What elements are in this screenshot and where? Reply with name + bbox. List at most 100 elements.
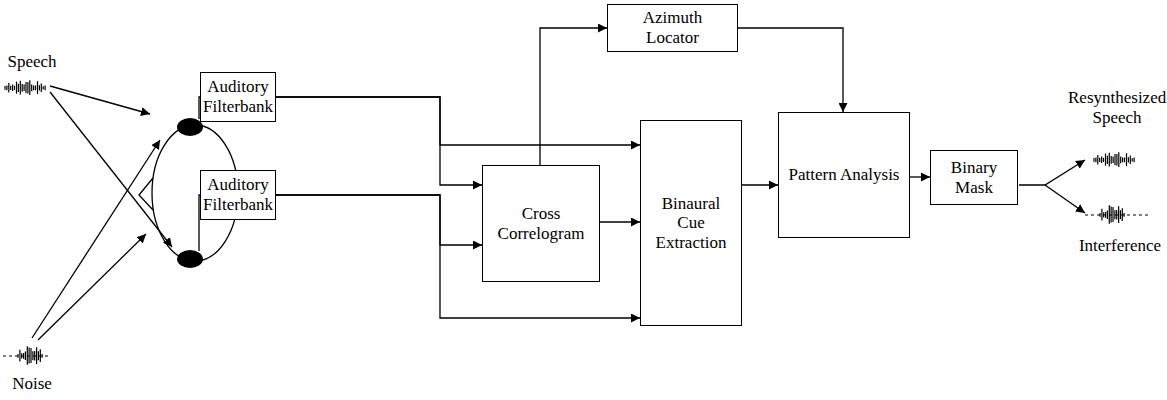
waveform-stroke [1122,158,1123,163]
waveform-stroke [1093,158,1094,162]
waveform-stroke [1118,152,1119,167]
sound-arrow [50,92,172,247]
waveform-stroke [1122,208,1123,221]
waveform-stroke [27,82,28,94]
waveform-stroke [1099,213,1100,217]
waveform-stroke [25,82,26,93]
waveform-stroke [21,353,22,358]
waveform-stroke [1112,207,1113,222]
process-box: Auditory Filterbank [200,72,276,122]
process-box: Pattern Analysis [778,112,910,238]
signal-arrow [742,184,778,185]
signal-arrow [276,97,482,185]
waveform-stroke [38,351,39,360]
signal-arrow [540,28,607,165]
waveform-stroke [1126,153,1127,166]
process-box: Binary Mask [930,150,1018,205]
box-label: Auditory Filterbank [203,175,273,214]
waveform-stroke [1099,158,1100,162]
waveform-stroke [16,82,17,94]
waveform-stroke [1103,158,1104,162]
waveform-stroke [1105,212,1106,218]
signal-arrow [276,195,482,245]
waveform-stroke [34,351,35,361]
waveform-stroke [29,80,30,95]
waveform-stroke [37,81,38,94]
waveform-stroke [10,86,11,90]
signal-label: Speech [2,52,62,72]
process-box: Binaural Cue Extraction [640,120,742,326]
waveform-stroke [6,86,7,91]
process-box: Auditory Filterbank [200,170,276,220]
waveform-stroke [1116,210,1117,220]
waveform-stroke [19,350,20,362]
waveform-stroke [24,85,25,91]
process-box: Azimuth Locator [607,4,738,52]
waveform-stroke [1103,212,1104,217]
waveform-stroke [1128,157,1129,162]
waveform-stroke [1109,205,1110,223]
waveform-stroke [36,347,37,364]
waveform-stroke [1109,153,1110,167]
waveform-stroke [18,84,19,92]
waveform-stroke [40,349,41,362]
waveform-stroke [33,86,34,91]
waveform-stroke [23,353,24,359]
output-arrow [1045,185,1085,213]
waveform-stroke [12,85,13,91]
waveform-stroke [25,352,26,361]
waveform-stroke [31,84,32,91]
waveform-stroke [1095,158,1096,163]
waveform-stroke [39,85,40,90]
box-label: Pattern Analysis [789,165,900,185]
waveform-stroke [41,354,42,358]
waveform-stroke [32,351,33,360]
signal-label: Noise [2,374,62,394]
signal-arrow [738,28,843,112]
sound-arrow [50,86,150,114]
waveform-stroke [20,81,21,95]
nose [139,178,153,210]
waveform-stroke [1130,156,1131,164]
waveform-stroke [44,86,45,91]
signal-label: Resynthesized Speech [1068,88,1166,127]
waveform-stroke [1112,157,1113,163]
box-label: Binary Mask [937,158,1011,197]
waveform-stroke [1097,155,1098,164]
waveform-stroke [1110,207,1111,223]
waveform-stroke [43,86,44,89]
signal-arrow [910,176,930,177]
waveform-stroke [8,83,9,92]
waveform-stroke [1123,213,1124,217]
box-label: Auditory Filterbank [203,77,273,116]
sound-arrow [38,234,146,340]
noise-baseline [3,356,50,357]
waveform-stroke [1111,156,1112,164]
waveform-stroke [1133,158,1134,163]
waveforms [5,80,1134,365]
waveform-stroke [1101,209,1102,221]
waveform-stroke [1118,206,1119,223]
waveform-stroke [17,354,18,358]
right-ear [177,250,203,268]
waveform-stroke [1105,154,1106,166]
waveform-stroke [1124,158,1125,163]
waveform-stroke [1114,154,1115,165]
waveform-stroke [4,86,5,90]
waveform-stroke [1120,210,1121,219]
waveform-stroke [1116,154,1117,166]
waveform-stroke [41,84,42,92]
waveform-stroke [1101,157,1102,163]
waveform-stroke [29,348,30,364]
waveform-stroke [1107,156,1108,164]
waveform-stroke [1114,210,1115,219]
waveform-stroke [14,86,15,90]
process-box: Cross Correlogram [482,165,600,282]
output-arrow [1019,160,1085,185]
box-label: Cross Correlogram [491,204,591,243]
waveform-stroke [30,348,31,363]
waveform-stroke [1120,156,1121,163]
waveform-stroke [27,346,28,364]
waveform-stroke [1107,211,1108,220]
